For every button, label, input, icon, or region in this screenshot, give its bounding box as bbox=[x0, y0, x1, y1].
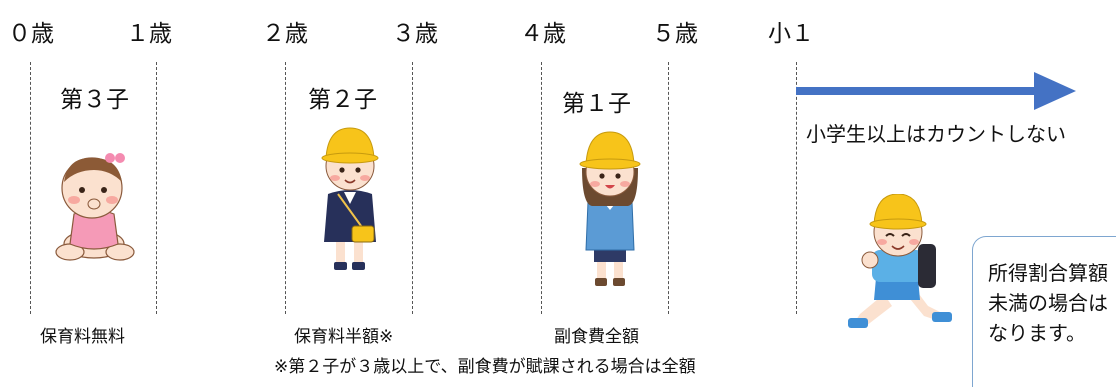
callout-text: 所得割合算額 未満の場合は なります。 bbox=[988, 258, 1108, 348]
elementary-not-counted-note: 小学生以上はカウントしない bbox=[806, 122, 1066, 146]
age-label-1: １歳 bbox=[126, 21, 172, 47]
callout-line-3: なります。 bbox=[988, 321, 1086, 345]
baby-illustration bbox=[55, 153, 135, 261]
callout-line-2: 未満の場合は bbox=[988, 291, 1108, 315]
age-label-3: ３歳 bbox=[392, 21, 438, 47]
age-label-elementary-1: 小１ bbox=[768, 21, 814, 47]
elementary-arrow bbox=[796, 72, 1076, 110]
child-label-third: 第３子 bbox=[60, 87, 129, 113]
divider-elementary bbox=[796, 62, 797, 314]
divider-age-2 bbox=[285, 62, 286, 314]
kindergarten-boy-illustration bbox=[321, 127, 379, 270]
age-label-0: ０歳 bbox=[8, 21, 54, 47]
divider-age-0 bbox=[30, 62, 31, 314]
footnote: ※第２子が３歳以上で、副食費が賦課される場合は全額 bbox=[274, 357, 696, 377]
schoolboy-running-illustration bbox=[848, 194, 952, 328]
child-label-second: 第２子 bbox=[308, 87, 377, 113]
callout-box bbox=[972, 236, 1116, 387]
divider-age-3 bbox=[412, 62, 413, 314]
caption-third-child: 保育料無料 bbox=[40, 327, 125, 347]
age-label-5: ５歳 bbox=[652, 21, 698, 47]
child-label-first: 第１子 bbox=[562, 91, 631, 117]
divider-age-5 bbox=[668, 62, 669, 314]
divider-age-1 bbox=[156, 62, 157, 314]
caption-second-child: 保育料半額※ bbox=[294, 327, 394, 347]
divider-age-4 bbox=[541, 62, 542, 314]
kindergarten-girl-illustration bbox=[579, 131, 641, 286]
age-label-2: ２歳 bbox=[262, 21, 308, 47]
callout-line-1: 所得割合算額 bbox=[988, 261, 1108, 285]
age-label-4: ４歳 bbox=[520, 21, 566, 47]
caption-first-child: 副食費全額 bbox=[554, 327, 639, 347]
